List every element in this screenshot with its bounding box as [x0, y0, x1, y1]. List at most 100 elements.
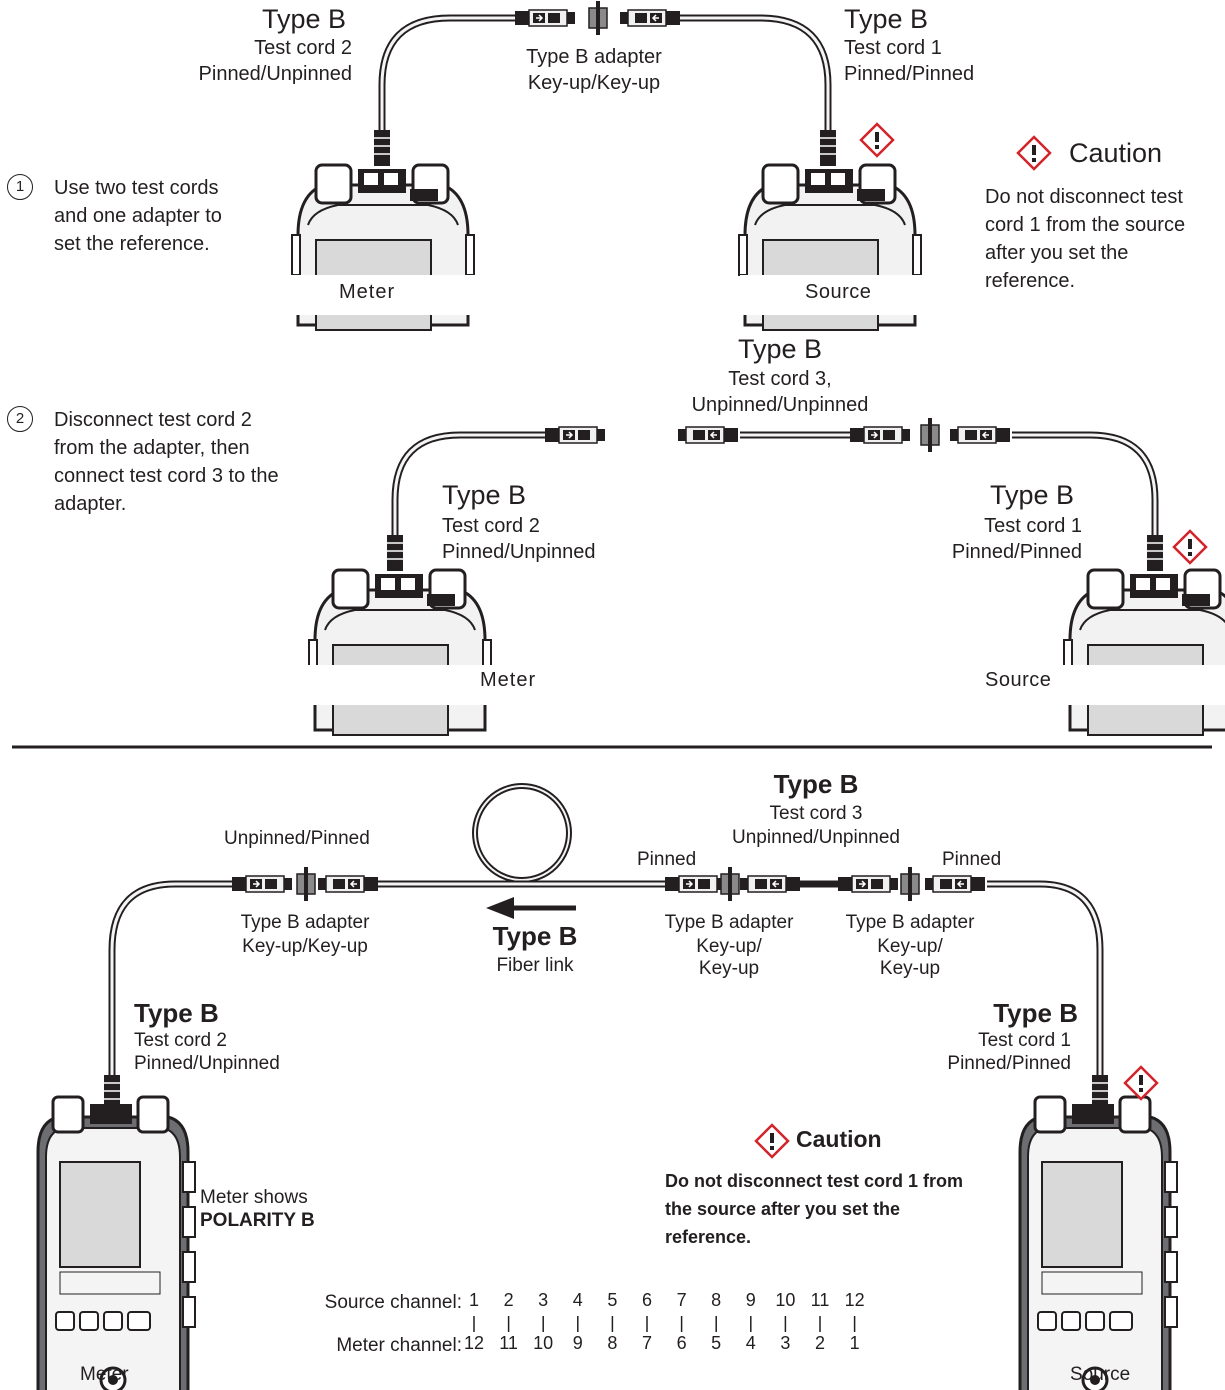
cord-2-name: Test cord 2: [442, 515, 540, 537]
meter-channel-value: 5: [711, 1333, 722, 1353]
cord-3-name: Test cord 3: [769, 803, 863, 824]
caution-icon: [754, 1123, 790, 1159]
step-number: 2: [7, 406, 33, 432]
connector-cord-3: [837, 875, 899, 893]
connector-link: [664, 875, 726, 893]
step-number: 1: [7, 174, 33, 200]
connector-cord-3: [739, 875, 801, 893]
boot-icon: [1146, 534, 1164, 572]
cord-1-name: Test cord 1: [984, 515, 1082, 537]
boot-icon: [373, 129, 391, 167]
adapter-mid-name: Type B adapter: [664, 912, 794, 933]
caution-icon: [1172, 529, 1208, 565]
meter-channel-value: 10: [533, 1333, 554, 1353]
cord-2-name: Test cord 2: [134, 1030, 227, 1051]
cord-2-name: Test cord 2: [254, 37, 352, 59]
connector-cord-1: [949, 426, 1011, 444]
meter-channel-value: 11: [499, 1333, 518, 1353]
boot-icon: [386, 534, 404, 572]
adapter-icon: [296, 866, 316, 902]
source-label: Source: [805, 281, 872, 303]
cord-2-type: Type B: [442, 480, 527, 510]
cord-1-name: Test cord 1: [844, 37, 942, 59]
cord-1-type: Type B: [989, 480, 1074, 510]
adapter-icon: [900, 866, 920, 902]
caution-title: Caution: [796, 1126, 882, 1152]
fiber-link-type: Type B: [492, 921, 578, 951]
source-device: [1062, 568, 1225, 737]
source-label: Source: [985, 669, 1052, 691]
cord-3-type: Type B: [737, 334, 823, 364]
meter-channel-value: 1: [849, 1333, 860, 1353]
cable-test-cord-1: [680, 14, 832, 135]
adapter-icon: [720, 866, 740, 902]
cord-3-pins: Unpinned/Unpinned: [732, 827, 900, 848]
adapter-icon: [920, 417, 940, 453]
cord-3-pins: Unpinned/Unpinned: [691, 394, 869, 416]
source-channel-value: 10: [775, 1290, 796, 1310]
adapter-name: Type B adapter: [526, 46, 662, 68]
step-2-text: Disconnect test cord 2 from the adapter,…: [54, 409, 279, 515]
cord-2-type: Type B: [262, 4, 347, 34]
caution-text: Do not disconnect test cord 1 from the s…: [665, 1171, 964, 1247]
pinned-left: Pinned: [637, 849, 697, 870]
cord-1-pins: Pinned/Pinned: [947, 1053, 1071, 1074]
boot-icon: [819, 129, 837, 167]
adapter-left-keys: Key-up/Key-up: [242, 936, 368, 957]
source-channel-value: 11: [810, 1290, 830, 1310]
adapter-mid-key1: Key-up/: [696, 936, 762, 957]
caution-text: Do not disconnect test cord 1 from the s…: [985, 186, 1186, 292]
cord-2-pins: Pinned/Unpinned: [442, 541, 596, 563]
meter-label: Meter: [80, 1364, 129, 1385]
fiber-link-name: Fiber link: [496, 955, 574, 976]
caution-icon: [1123, 1065, 1159, 1101]
connector-cord-3: [849, 426, 911, 444]
cord-1-type: Type B: [844, 4, 929, 34]
adapter-left-name: Type B adapter: [240, 912, 370, 933]
source-channel-value: 1: [468, 1290, 479, 1310]
connector-cord-2: [231, 875, 293, 893]
meter-channel-value: 9: [572, 1333, 583, 1353]
meter-channel-value: 8: [607, 1333, 618, 1353]
source-label: Source: [1070, 1364, 1131, 1385]
cord-3-name: Test cord 3,: [728, 368, 832, 390]
meter-channel-value: 7: [641, 1333, 652, 1353]
meter-channel-value: 3: [780, 1333, 791, 1353]
caution-title: Caution: [1069, 138, 1163, 168]
source-channel-value: 8: [711, 1290, 722, 1310]
left-end-pins: Unpinned/Pinned: [224, 828, 370, 849]
cord-1-pins: Pinned/Pinned: [951, 541, 1082, 563]
cord-2-type: Type B: [134, 998, 219, 1028]
caution-icon: [859, 122, 895, 158]
connector-cord-2: [544, 426, 606, 444]
meter-device: [36, 1095, 197, 1390]
source-channel-label: Source channel:: [324, 1292, 462, 1313]
polarity-b: POLARITY B: [200, 1210, 315, 1231]
source-channel-value: 2: [503, 1290, 514, 1310]
adapter-right-key1: Key-up/: [877, 936, 943, 957]
meter-channel-value: 2: [814, 1333, 825, 1353]
source-channel-value: 9: [745, 1290, 756, 1310]
caution-icon: [1016, 135, 1052, 171]
source-channel-value: 5: [607, 1290, 618, 1310]
connector-cord-1: [619, 9, 681, 27]
source-channel-value: 6: [641, 1290, 652, 1310]
cord-1-type: Type B: [993, 998, 1078, 1028]
adapter-right-name: Type B adapter: [845, 912, 975, 933]
meter-channel-value: 12: [463, 1333, 485, 1353]
source-channel-value: 7: [676, 1290, 687, 1310]
adapter-keys: Key-up/Key-up: [527, 72, 661, 94]
adapter-mid-key2: Key-up: [698, 958, 760, 979]
step-1-text: Use two test cords and one adapter to se…: [54, 177, 222, 255]
meter-channel-value: 4: [745, 1333, 756, 1353]
cord-1-name: Test cord 1: [978, 1030, 1071, 1051]
connector-cord-3: [677, 426, 739, 444]
cord-2-pins: Pinned/Unpinned: [198, 63, 352, 85]
cord-2-pins: Pinned/Unpinned: [134, 1053, 280, 1074]
meter-shows: Meter shows: [200, 1187, 308, 1208]
cord-1-pins: Pinned/Pinned: [844, 63, 975, 85]
connector-cord-1: [924, 875, 986, 893]
meter-label: Meter: [480, 669, 537, 691]
source-channel-value: 12: [844, 1290, 865, 1310]
